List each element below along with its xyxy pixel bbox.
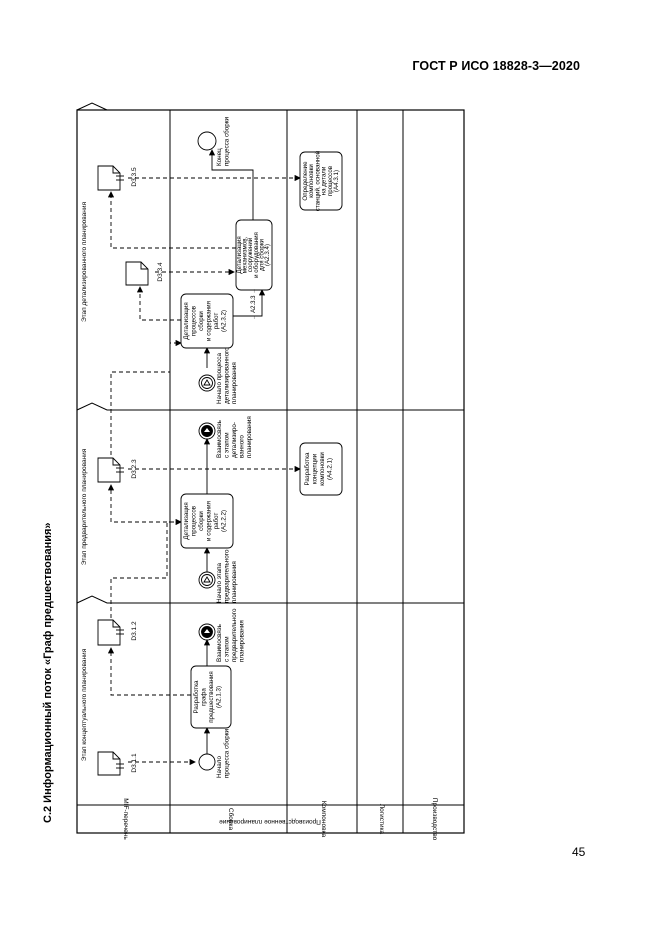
event-start3-label: Начало процессадетализированногопланиров… [216,347,238,404]
document-d312-label: D3.1.2 [131,621,138,641]
flow-a222-d323 [107,484,181,523]
event-end2-label: Взаимосвязьс этапомдетализиро-ванногопла… [216,416,253,458]
document-d335-label: D3.3.5 [131,167,138,187]
event-end1-label: Взаимосвязьс этапомпредварительногоплани… [216,608,246,662]
task-a431-label: Определениекомпоновкистанций, основанной… [302,150,340,211]
event-start1-label: Началопроцесса сборки [216,728,231,778]
task-a213 [190,665,232,729]
start-event-preliminary-icon [198,571,216,589]
document-d335-icon [97,165,124,191]
end-event-assembly [197,131,217,151]
task-a421 [299,442,343,496]
lane-label-logistics: Логистика [378,804,385,835]
document-d311-icon [97,751,124,776]
flow-d312-a222 [110,518,182,618]
stage-separator [76,595,464,604]
document-d323-icon [97,457,124,483]
task-a431 [299,151,343,211]
event-end3-label: Конецпроцесса сборки [216,116,231,166]
flow-a232-d334 [136,286,181,321]
document-d334-label: D3.3.4 [157,262,164,282]
stage-separator [76,402,464,411]
stage-label-detailed: Этап детализированного планирования [81,201,88,322]
link-event-to-detailed-icon [198,422,216,440]
start-event-detailed-icon [198,374,216,392]
event-start2-label: Начало этапапредварительногопланирования [216,549,238,603]
flow-a213-d312 [107,647,191,696]
lane-label-layout: Компоновка [320,801,327,838]
task-a234-label: Детализациямеханизмов,сооруженийи оборуд… [236,232,271,278]
document-d323-label: D3.2.3 [131,459,138,479]
task-a213-label: Разработкаграфапредшествования(A2.1.3) [193,671,223,723]
link-event-to-preliminary-icon [198,623,216,641]
task-a222 [180,493,234,549]
document-d311-label: D3.1.1 [131,753,138,773]
page-number: 45 [572,845,586,859]
lane-label-assembly: Сборка [227,808,235,831]
pool-frame [76,109,465,834]
document-d334-icon [125,261,149,286]
standard-header: ГОСТ Р ИСО 18828-3—2020 [412,59,580,73]
lane-label-production: Производство [431,798,438,841]
task-a232 [180,293,234,349]
lane-label-mif: MIF-перечень [122,798,129,840]
stage-separator [76,102,108,111]
flow-d323-a232 [110,339,182,455]
start-event-assembly [198,753,216,771]
flow-a234-end3 [208,149,254,220]
task-a421-label: Разработкаконцепциикомпоновки(A4.2.1) [304,452,334,486]
task-a232-label: Детализацияпроцессовсборкии содержанияра… [183,301,228,341]
task-a222-label: Детализацияпроцессовсборкии содержанияра… [183,501,228,541]
task-a234 [235,219,273,291]
flow-a234-d335 [107,191,236,249]
task-a2333-label: → A2.3.3 → [251,288,257,320]
document-d312-icon [97,619,124,646]
pool-label: Производственное планирование [219,818,321,825]
flow-a232-a234 [232,289,266,317]
stage-label-conceptual: Этап концептуального планирования [81,648,88,761]
stage-label-preliminary: Этап предварительного планирования [81,448,88,565]
